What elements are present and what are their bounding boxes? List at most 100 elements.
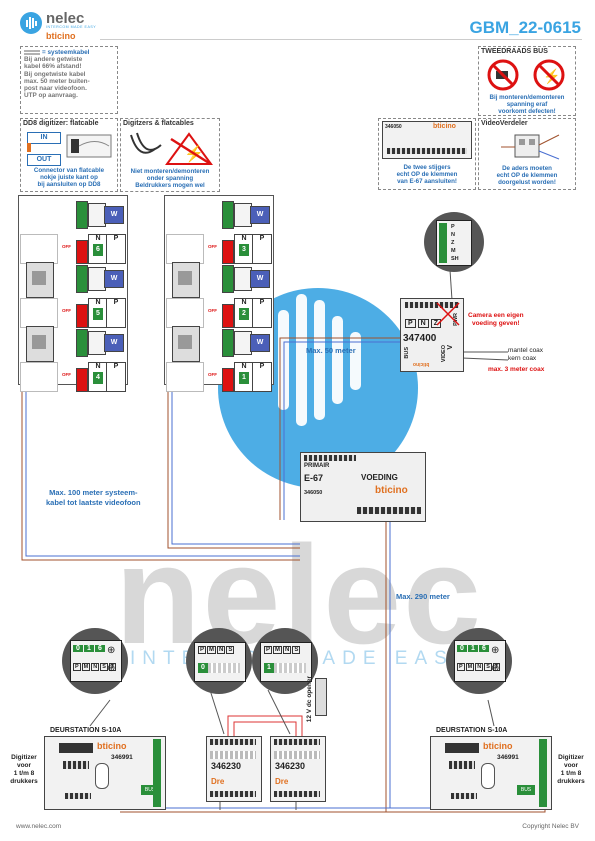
digitizers-line-3: Beldrukkers mogen wel [135, 182, 205, 189]
camera-term-n: N [417, 319, 429, 328]
interface-terminal: P [264, 646, 273, 654]
systeemkabel-line-2: kabel 66% afstand! [24, 63, 82, 71]
klemmen-line-2: echt OP de klemmen [396, 171, 458, 178]
riser-terminal-block [222, 201, 234, 229]
door-terminal: N [475, 663, 484, 671]
note-videoverdeler: VideoVerdeler De aders moeten echt OP de… [478, 118, 576, 190]
crosshair-icon: ⊕ [491, 645, 500, 656]
interface-terminal: N [283, 646, 292, 654]
note-systeemkabel: = systeemkabel Bij andere getwiste kabel… [20, 46, 118, 114]
riser-switch-icon [76, 304, 88, 328]
videoverdeler-line-1: De aders moeten [502, 165, 552, 172]
riser-p-box: P [106, 362, 126, 392]
interface-code: 346230 [211, 761, 242, 771]
bticino-logo: bticino [46, 31, 76, 41]
e67-detail: 346050 bticino [382, 121, 472, 159]
riser-p-label: P [259, 299, 265, 306]
klemmen-line-1: De twee stijgers [403, 164, 451, 171]
supply-brand: bticino [375, 485, 408, 496]
max290-label: Max. 290 meter [396, 592, 450, 601]
videophone-icon: W [250, 334, 270, 352]
digit-switch: 6 [95, 645, 105, 652]
interface-terminal: P [198, 646, 207, 654]
note-dd8: DD8 digitizer: flatcable IN OUT Connecto… [20, 118, 118, 192]
door-right-bus: BUS [517, 785, 535, 795]
max100-line-1: Max. 100 meter systeem- [49, 488, 138, 497]
camera-term-p: P [405, 319, 416, 328]
riser-slot [166, 234, 204, 264]
camera-bus-label: BUS [404, 347, 410, 359]
digitizers-title: Digitzers & flatcables [123, 120, 194, 127]
supply-model: E-67 [304, 473, 324, 483]
videophone-icon: W [250, 270, 270, 288]
interface-terminal: M [273, 646, 283, 654]
riser-n-value: 2 [239, 308, 249, 320]
dd8-title: DD8 digitizer: flatcable [23, 120, 99, 127]
riser-off-label: OFF [62, 308, 71, 313]
interface-digit: 1 [264, 663, 274, 673]
wire-interface-red-2 [233, 721, 297, 736]
riser-switch-icon [222, 240, 234, 264]
riser-n-value: 6 [93, 244, 103, 256]
door-left-brand: bticino [97, 741, 127, 751]
brand-logo [20, 12, 42, 39]
riser-n-box: N 1 [234, 362, 254, 392]
power-supply-e67: PRIMAIR E-67 VOEDING 346050 bticino [300, 452, 426, 522]
riser-slot [166, 362, 204, 392]
tweedraads-line-1: Bij monteren/demonteren [489, 94, 565, 101]
videoverdeler-line-3: doorgelust worden! [498, 179, 556, 186]
door-left-bus: BUS [141, 785, 159, 795]
riser-terminal-block [222, 265, 234, 293]
crosshair-icon: ⊕ [491, 663, 500, 674]
videophone-icon: W [104, 206, 124, 224]
door-right-note-1: Digitizer [558, 754, 584, 761]
camera-brand: bticino [413, 361, 430, 367]
systeemkabel-line-1: Bij andere getwiste [24, 56, 83, 64]
door-station-right-title: DEURSTATION S-10A [436, 727, 508, 734]
riser-p-box: P [252, 362, 272, 392]
door-left-note-3: 1 t/m 8 [13, 770, 35, 777]
wire-interface-red [227, 715, 303, 736]
camera-detail-terminals: P N Z M SH [436, 220, 472, 266]
riser-off-label: OFF [208, 308, 217, 313]
door-right-note-3: 1 t/m 8 [560, 770, 582, 777]
door-station-right: bticino 346991 BUS [430, 736, 552, 810]
green-terminal-block-icon [439, 223, 447, 263]
door-left-speaker-icon [95, 763, 109, 789]
riser-p-label: P [259, 363, 265, 370]
door-left-dip-icon [63, 761, 89, 769]
interface-digit: 0 [198, 663, 208, 673]
note-digitizers: Digitzers & flatcables ⚡ Niet monteren/d… [120, 118, 220, 192]
crosshair-icon: ⊕ [107, 645, 116, 656]
supply-title: VOEDING [361, 473, 398, 482]
digitizers-line-1: Niet monteren/demonteren [130, 168, 210, 175]
riser-p-box: P [106, 298, 126, 328]
riser-n-label: N [95, 235, 101, 242]
door-right-code: 346991 [497, 754, 519, 761]
systeemkabel-title: = systeemkabel [42, 49, 90, 56]
door-left-code: 346991 [111, 754, 133, 761]
video-distributor [172, 326, 200, 362]
riser-p-box: P [252, 234, 272, 264]
riser-n-label: N [241, 235, 247, 242]
door-right-button-terminals [539, 739, 547, 807]
videophone-icon: W [104, 270, 124, 288]
digitizer-warning-icon: ⚡ [130, 132, 213, 165]
dd8-in-label: IN [27, 132, 61, 144]
door-left-note-1: Digitizer [11, 754, 37, 761]
riser-p-label: P [113, 363, 119, 370]
riser-p-box: P [106, 234, 126, 264]
tweedraads-title: TWEEDRAADS BUS [481, 48, 548, 55]
riser-n-label: N [241, 299, 247, 306]
supply-code: 346050 [304, 490, 323, 496]
riser-terminal-block [76, 201, 88, 229]
door-terminal: M [465, 663, 475, 671]
riser-slot [20, 362, 58, 392]
riser-n-box: N 2 [234, 298, 254, 328]
riser-terminal-block [222, 329, 234, 357]
interface-346230: 346230 Dre [270, 736, 326, 802]
dd8-line-1: Connector van flatcable [33, 167, 105, 174]
footer-website[interactable]: www.nelec.com [16, 823, 62, 830]
riser-n-box: N 3 [234, 234, 254, 264]
